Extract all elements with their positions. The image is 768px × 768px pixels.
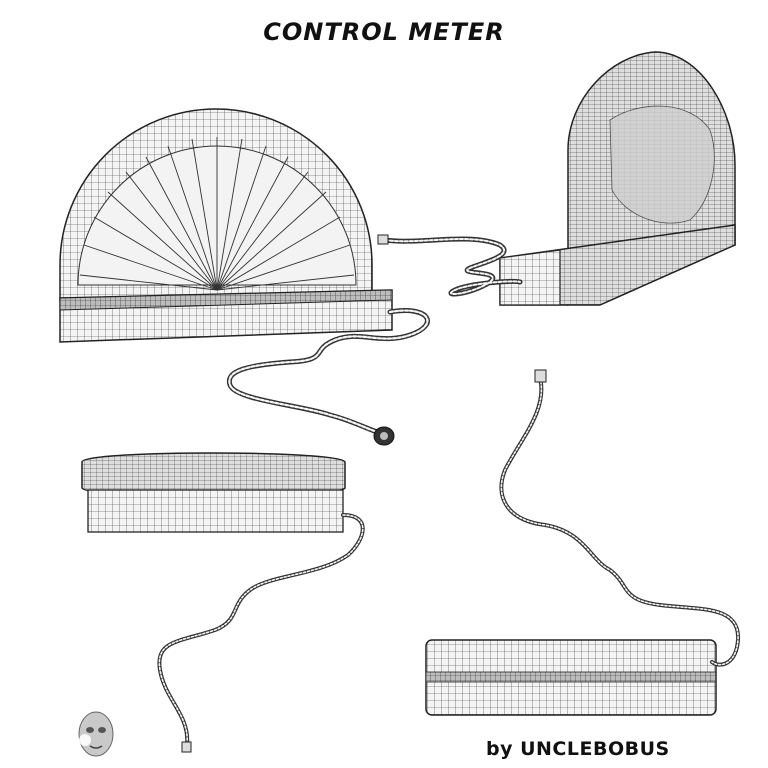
cable-top bbox=[499, 376, 741, 667]
meter-side-view bbox=[81, 452, 346, 533]
connector-tip-top bbox=[534, 369, 547, 383]
meter-front-view bbox=[59, 108, 393, 343]
page-title: CONTROL METER bbox=[263, 18, 505, 46]
author-credit: by UNCLEBOBUS bbox=[486, 738, 670, 760]
dial-radial-lines bbox=[79, 137, 355, 291]
meter-rear-view bbox=[499, 51, 736, 307]
connector-tip-rear bbox=[377, 234, 389, 245]
author-avatar bbox=[66, 702, 132, 762]
connector-tip-side bbox=[181, 741, 192, 753]
meter-top-view bbox=[425, 639, 717, 716]
cable-side bbox=[157, 513, 365, 747]
connector-plug-front bbox=[373, 426, 395, 446]
